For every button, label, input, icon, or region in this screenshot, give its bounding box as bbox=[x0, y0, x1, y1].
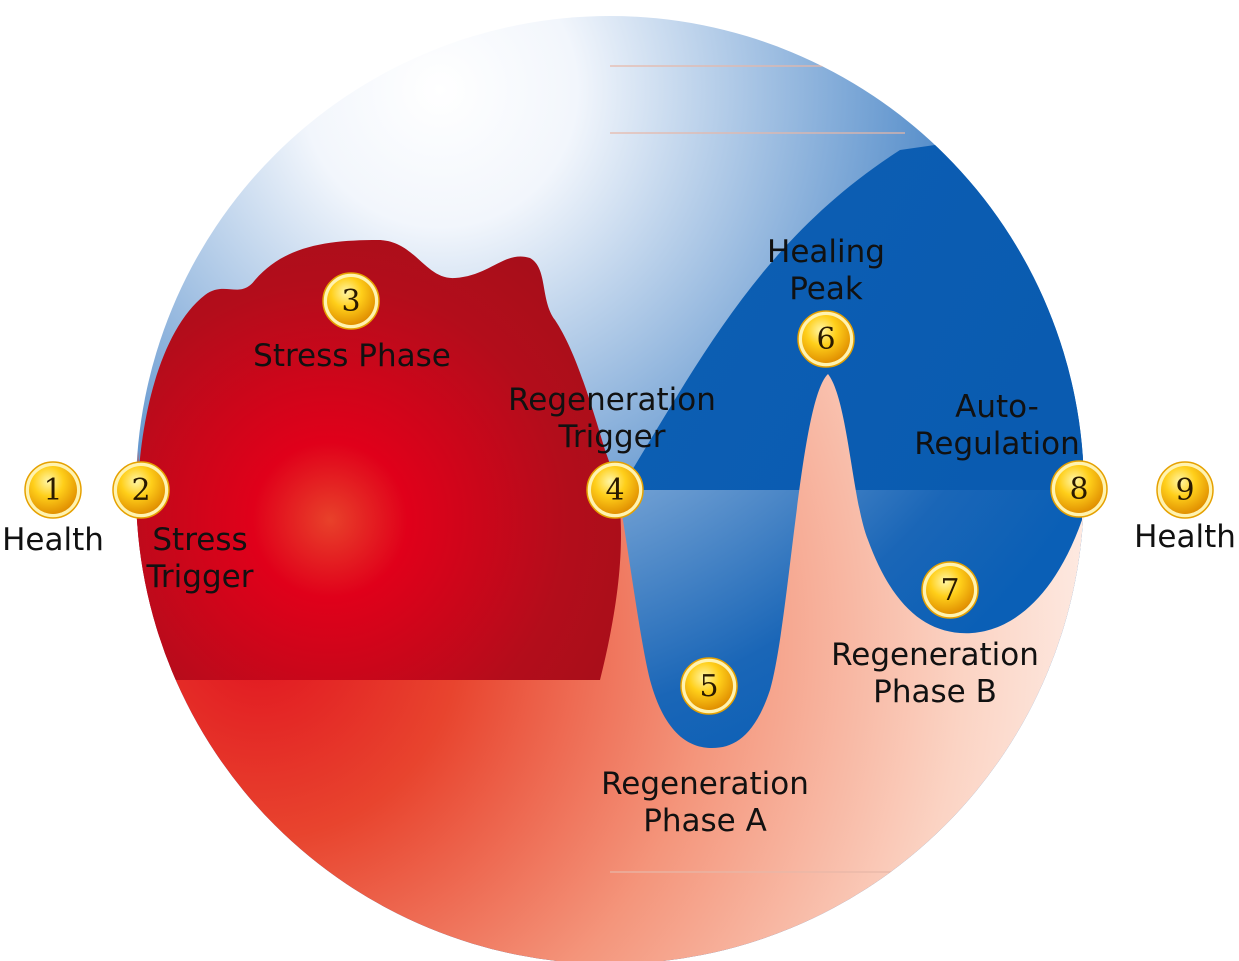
stage-badges: 1 2 3 4 5 6 7 8 9 bbox=[24, 272, 1214, 715]
badge-disc bbox=[1055, 465, 1103, 513]
stage-label-line: Health bbox=[2, 522, 104, 558]
stage-number-6: 6 bbox=[816, 322, 835, 357]
badge-disc bbox=[117, 466, 165, 514]
stage-label-line: Healing bbox=[767, 234, 885, 270]
badge-disc bbox=[591, 466, 639, 514]
stage-label-8: Auto-Regulation bbox=[914, 389, 1080, 462]
stage-number-3: 3 bbox=[341, 284, 360, 319]
stage-number-1: 1 bbox=[43, 473, 62, 508]
stage-label-line: Regulation bbox=[914, 426, 1080, 462]
stage-number-4: 4 bbox=[605, 473, 624, 508]
stage-badge-8: 8 bbox=[1050, 460, 1108, 518]
stage-label-line: Trigger bbox=[146, 559, 254, 595]
stage-number-2: 2 bbox=[131, 473, 150, 508]
stage-label-line: Regeneration bbox=[831, 637, 1039, 673]
stage-number-8: 8 bbox=[1069, 472, 1088, 507]
stage-label-line: Regeneration bbox=[601, 766, 809, 802]
stage-label-line: Phase B bbox=[873, 674, 997, 710]
stage-badge-2: 2 bbox=[112, 461, 170, 519]
stage-badge-7: 7 bbox=[921, 561, 979, 619]
stage-label-line: Health bbox=[1134, 519, 1236, 555]
badge-disc bbox=[685, 662, 733, 710]
badge-disc bbox=[29, 466, 77, 514]
stage-label-3: Stress Phase bbox=[253, 338, 451, 374]
stage-badge-9: 9 bbox=[1156, 461, 1214, 519]
stage-badge-4: 4 bbox=[586, 461, 644, 519]
stage-number-9: 9 bbox=[1175, 473, 1194, 508]
stage-badge-1: 1 bbox=[24, 461, 82, 519]
stage-label-1: Health bbox=[2, 522, 104, 558]
stage-badge-6: 6 bbox=[797, 310, 855, 368]
stage-label-line: Stress Phase bbox=[253, 338, 451, 374]
stage-label-line: Trigger bbox=[558, 419, 666, 455]
regeneration-blue-area bbox=[620, 120, 1084, 490]
stage-label-line: Regeneration bbox=[508, 382, 716, 418]
stage-number-7: 7 bbox=[940, 573, 959, 608]
stage-label-line: Auto- bbox=[955, 389, 1039, 425]
stage-badge-5: 5 bbox=[680, 657, 738, 715]
badge-disc bbox=[327, 277, 375, 325]
stage-label-9: Health bbox=[1134, 519, 1236, 555]
stage-badge-3: 3 bbox=[322, 272, 380, 330]
stage-label-line: Peak bbox=[789, 271, 863, 307]
badge-disc bbox=[926, 566, 974, 614]
badge-disc bbox=[802, 315, 850, 363]
stage-number-5: 5 bbox=[699, 669, 718, 704]
badge-disc bbox=[1161, 466, 1209, 514]
stage-label-line: Phase A bbox=[643, 803, 767, 839]
stress-phase-area bbox=[136, 240, 621, 680]
stage-label-line: Stress bbox=[152, 522, 247, 558]
